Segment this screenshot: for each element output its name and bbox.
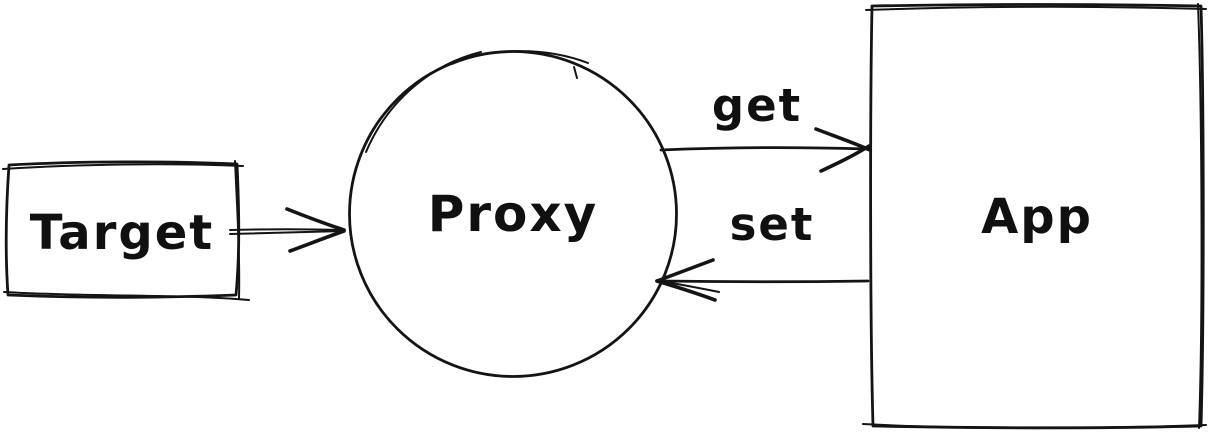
- target-label: Target: [30, 205, 214, 261]
- set-arrowhead-lower: [655, 279, 717, 302]
- proxy-circle-sketch-chord: [451, 50, 589, 65]
- target-to-proxy-arrow-shaft: [229, 228, 345, 231]
- get-arrow-shaft: [659, 146, 869, 152]
- target-box-sketch-top: [2, 163, 244, 170]
- target-to-proxy-arrow-shaft2: [229, 230, 345, 235]
- proxy-circle-sketch-tick: [573, 66, 578, 79]
- target-to-proxy-arrowhead-lower: [288, 229, 346, 253]
- app-label: App: [981, 189, 1093, 245]
- target-to-proxy-arrowhead-upper: [285, 207, 346, 232]
- edge-proxy-to-app: get: [659, 79, 872, 173]
- node-proxy: Proxy: [348, 50, 678, 378]
- set-edge-label: set: [730, 198, 815, 251]
- get-edge-label: get: [712, 79, 802, 132]
- set-arrow-shaft: [657, 279, 870, 284]
- proxy-circle-sketch-arc: [365, 51, 482, 153]
- get-arrowhead-lower: [819, 144, 871, 173]
- edge-target-to-proxy: [229, 207, 346, 253]
- node-target: Target: [2, 160, 250, 301]
- set-arrowhead-upper: [655, 258, 715, 283]
- edge-app-to-proxy: set: [655, 198, 870, 302]
- set-arrowhead-extra-stroke: [658, 280, 720, 293]
- app-box-sketch-top: [865, 5, 1207, 11]
- target-box-outline: [4, 160, 241, 299]
- app-box-sketch-bottom: [862, 423, 1207, 430]
- node-app: App: [862, 3, 1207, 430]
- app-box-sketch-right: [1197, 3, 1203, 429]
- target-box-sketch-bottom: [3, 291, 250, 301]
- proxy-label: Proxy: [428, 185, 599, 243]
